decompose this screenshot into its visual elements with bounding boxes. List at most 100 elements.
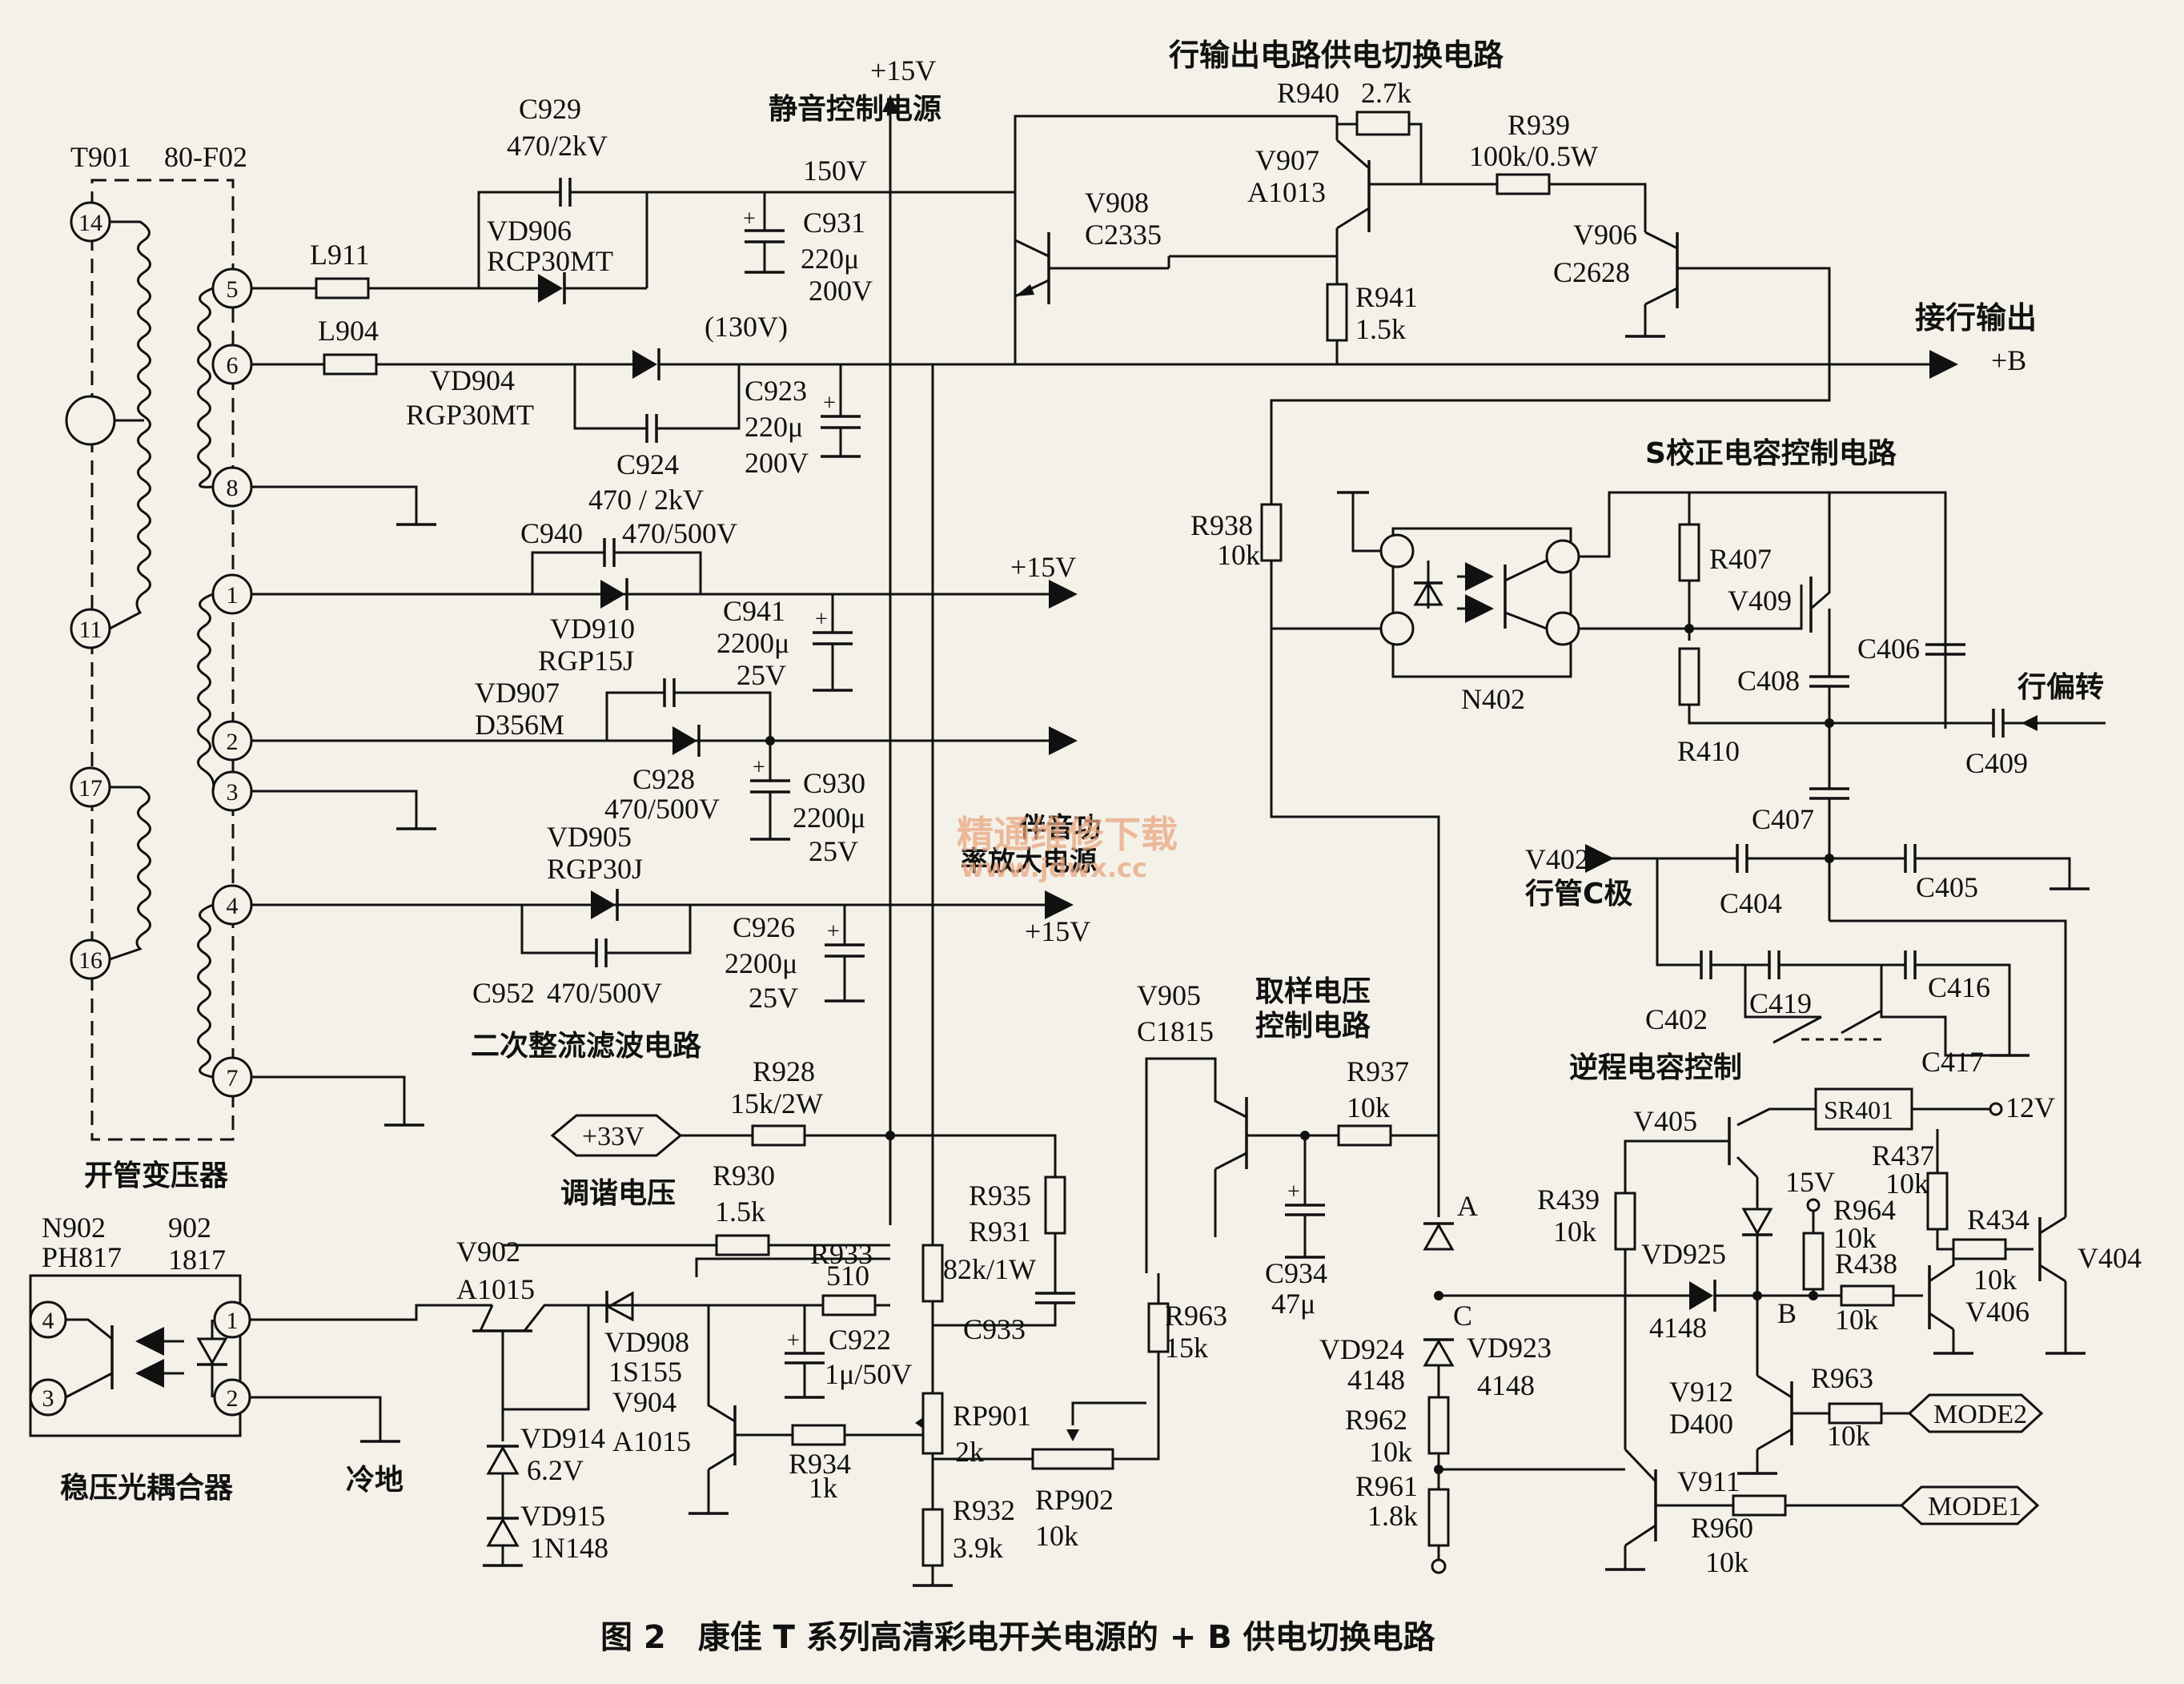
r939-label: R939 [1508, 109, 1570, 141]
v902-part: A1015 [456, 1273, 535, 1305]
p33v-label: +33V [582, 1122, 644, 1151]
r964-label: R964 [1833, 1194, 1896, 1226]
svg-text:+: + [753, 755, 765, 780]
c924-label: C924 [616, 448, 679, 480]
opto-pin-4: 4 [42, 1308, 54, 1334]
l911-label: L911 [310, 239, 370, 271]
r439-value: 10k [1553, 1216, 1596, 1248]
c952-value: 470/500V [547, 977, 662, 1009]
c934-value: 47μ [1271, 1288, 1315, 1320]
vd910-label: VD910 [550, 613, 635, 645]
r963b-label: R963 [1811, 1362, 1873, 1394]
c934-label: C934 [1265, 1257, 1327, 1289]
vd907-label: VD907 [475, 677, 560, 709]
v912-label: V912 [1669, 1376, 1733, 1408]
opto-pin-1: 1 [227, 1308, 239, 1334]
vd914-part: 6.2V [527, 1454, 584, 1486]
c407-label: C407 [1752, 803, 1814, 835]
r935-label: R935 [969, 1180, 1031, 1212]
r438-value: 10k [1835, 1304, 1878, 1336]
vd925-label: VD925 [1641, 1238, 1726, 1270]
r434-value: 10k [1973, 1264, 2017, 1296]
v402-collector-label: 行管C极 [1525, 878, 1632, 910]
r963b-value: 10k [1827, 1420, 1870, 1452]
c940-label: C940 [520, 517, 583, 549]
c931-value2: 200V [809, 275, 873, 307]
c408-label: C408 [1737, 665, 1800, 697]
r437-value: 10k [1885, 1168, 1929, 1200]
vd908-label: VD908 [604, 1326, 689, 1358]
v902-label: V902 [456, 1236, 520, 1268]
r939-value: 100k/0.5W [1469, 140, 1598, 172]
r931-label: R931 [969, 1216, 1031, 1248]
r410-label: R410 [1677, 735, 1740, 767]
c941-value2: 25V [737, 659, 786, 691]
retrace-cap-label: 逆程电容控制 [1569, 1051, 1742, 1084]
r941-value: 1.5k [1355, 313, 1406, 345]
c929-label: C929 [519, 93, 581, 125]
r928-label: R928 [753, 1055, 815, 1087]
vd904-label: VD904 [430, 364, 515, 396]
vd923-label: VD923 [1467, 1332, 1552, 1364]
mode1-button: MODE1 [1928, 1492, 2021, 1521]
watermark-line2: www.jdwx.cc [961, 853, 1147, 883]
cold-ground-label: 冷地 [346, 1464, 403, 1497]
r934-label: R934 [789, 1448, 851, 1480]
c940-value: 470/500V [622, 517, 737, 549]
c930-label: C930 [803, 767, 865, 799]
opto-name-label: 稳压光耦合器 [60, 1472, 234, 1505]
c923-value1: 220μ [745, 411, 803, 443]
r438-label: R438 [1835, 1248, 1897, 1280]
r964-value: 10k [1833, 1222, 1877, 1254]
c405-label: C405 [1916, 871, 1978, 903]
svg-text:+: + [787, 1328, 800, 1353]
v905-label: V905 [1137, 979, 1201, 1011]
r960-value: 10k [1705, 1546, 1748, 1578]
c923-label: C923 [745, 375, 807, 407]
r961-label: R961 [1355, 1470, 1418, 1502]
v906-label: V906 [1573, 219, 1637, 251]
vd904-part: RGP30MT [406, 399, 534, 431]
pin-5: 5 [227, 276, 239, 303]
c924-value: 470 / 2kV [588, 484, 704, 516]
c926-value1: 2200μ [725, 947, 797, 979]
c402-label: C402 [1645, 1003, 1708, 1035]
v404-label: V404 [2078, 1242, 2142, 1274]
vd915-label: VD915 [520, 1500, 605, 1532]
c929-value: 470/2kV [507, 130, 608, 162]
p15v-b: +15V [1025, 915, 1090, 947]
r962-label: R962 [1345, 1404, 1407, 1436]
r938-label: R938 [1190, 509, 1253, 541]
r407-label: R407 [1709, 543, 1772, 575]
c931-value1: 220μ [801, 243, 859, 275]
v150-label: 150V [803, 155, 867, 187]
r938-value: 10k [1217, 539, 1260, 571]
r940-value: 2.7k [1361, 77, 1411, 109]
rp901-value: 2k [955, 1436, 984, 1468]
secondary-rectifier-section: + + + + [251, 54, 1958, 1577]
s-correction-title: S校正电容控制电路 [1645, 437, 1897, 470]
v907-part: A1013 [1247, 176, 1326, 208]
hout-label: 接行输出 [1915, 300, 2037, 336]
plusb-label: +B [1991, 344, 2026, 376]
c404-label: C404 [1720, 887, 1782, 919]
vd924-label: VD924 [1319, 1333, 1404, 1365]
v12-label: 12V [2005, 1091, 2055, 1123]
r961-value: 1.8k [1367, 1500, 1418, 1532]
vd915-part: 1N148 [530, 1532, 608, 1564]
mute-power-label: 静音控制电源 [769, 93, 941, 126]
hsw-title: 行输出电路供电切换电路 [1169, 38, 1504, 73]
c417-label: C417 [1921, 1046, 1984, 1078]
vd907-part: D356M [475, 709, 564, 741]
n902-pin: 902 [168, 1212, 211, 1244]
rp902-value: 10k [1035, 1520, 1078, 1552]
r933-label: R933 [810, 1238, 873, 1270]
c922-label: C922 [829, 1324, 891, 1356]
t901-ref: T901 [70, 141, 131, 173]
vd905-label: VD905 [547, 821, 632, 853]
r439-label: R439 [1537, 1184, 1600, 1216]
v908-part: C2335 [1085, 219, 1162, 251]
c419-label: C419 [1749, 987, 1812, 1019]
r937-value: 10k [1347, 1091, 1390, 1123]
pin-16: 16 [78, 947, 102, 974]
